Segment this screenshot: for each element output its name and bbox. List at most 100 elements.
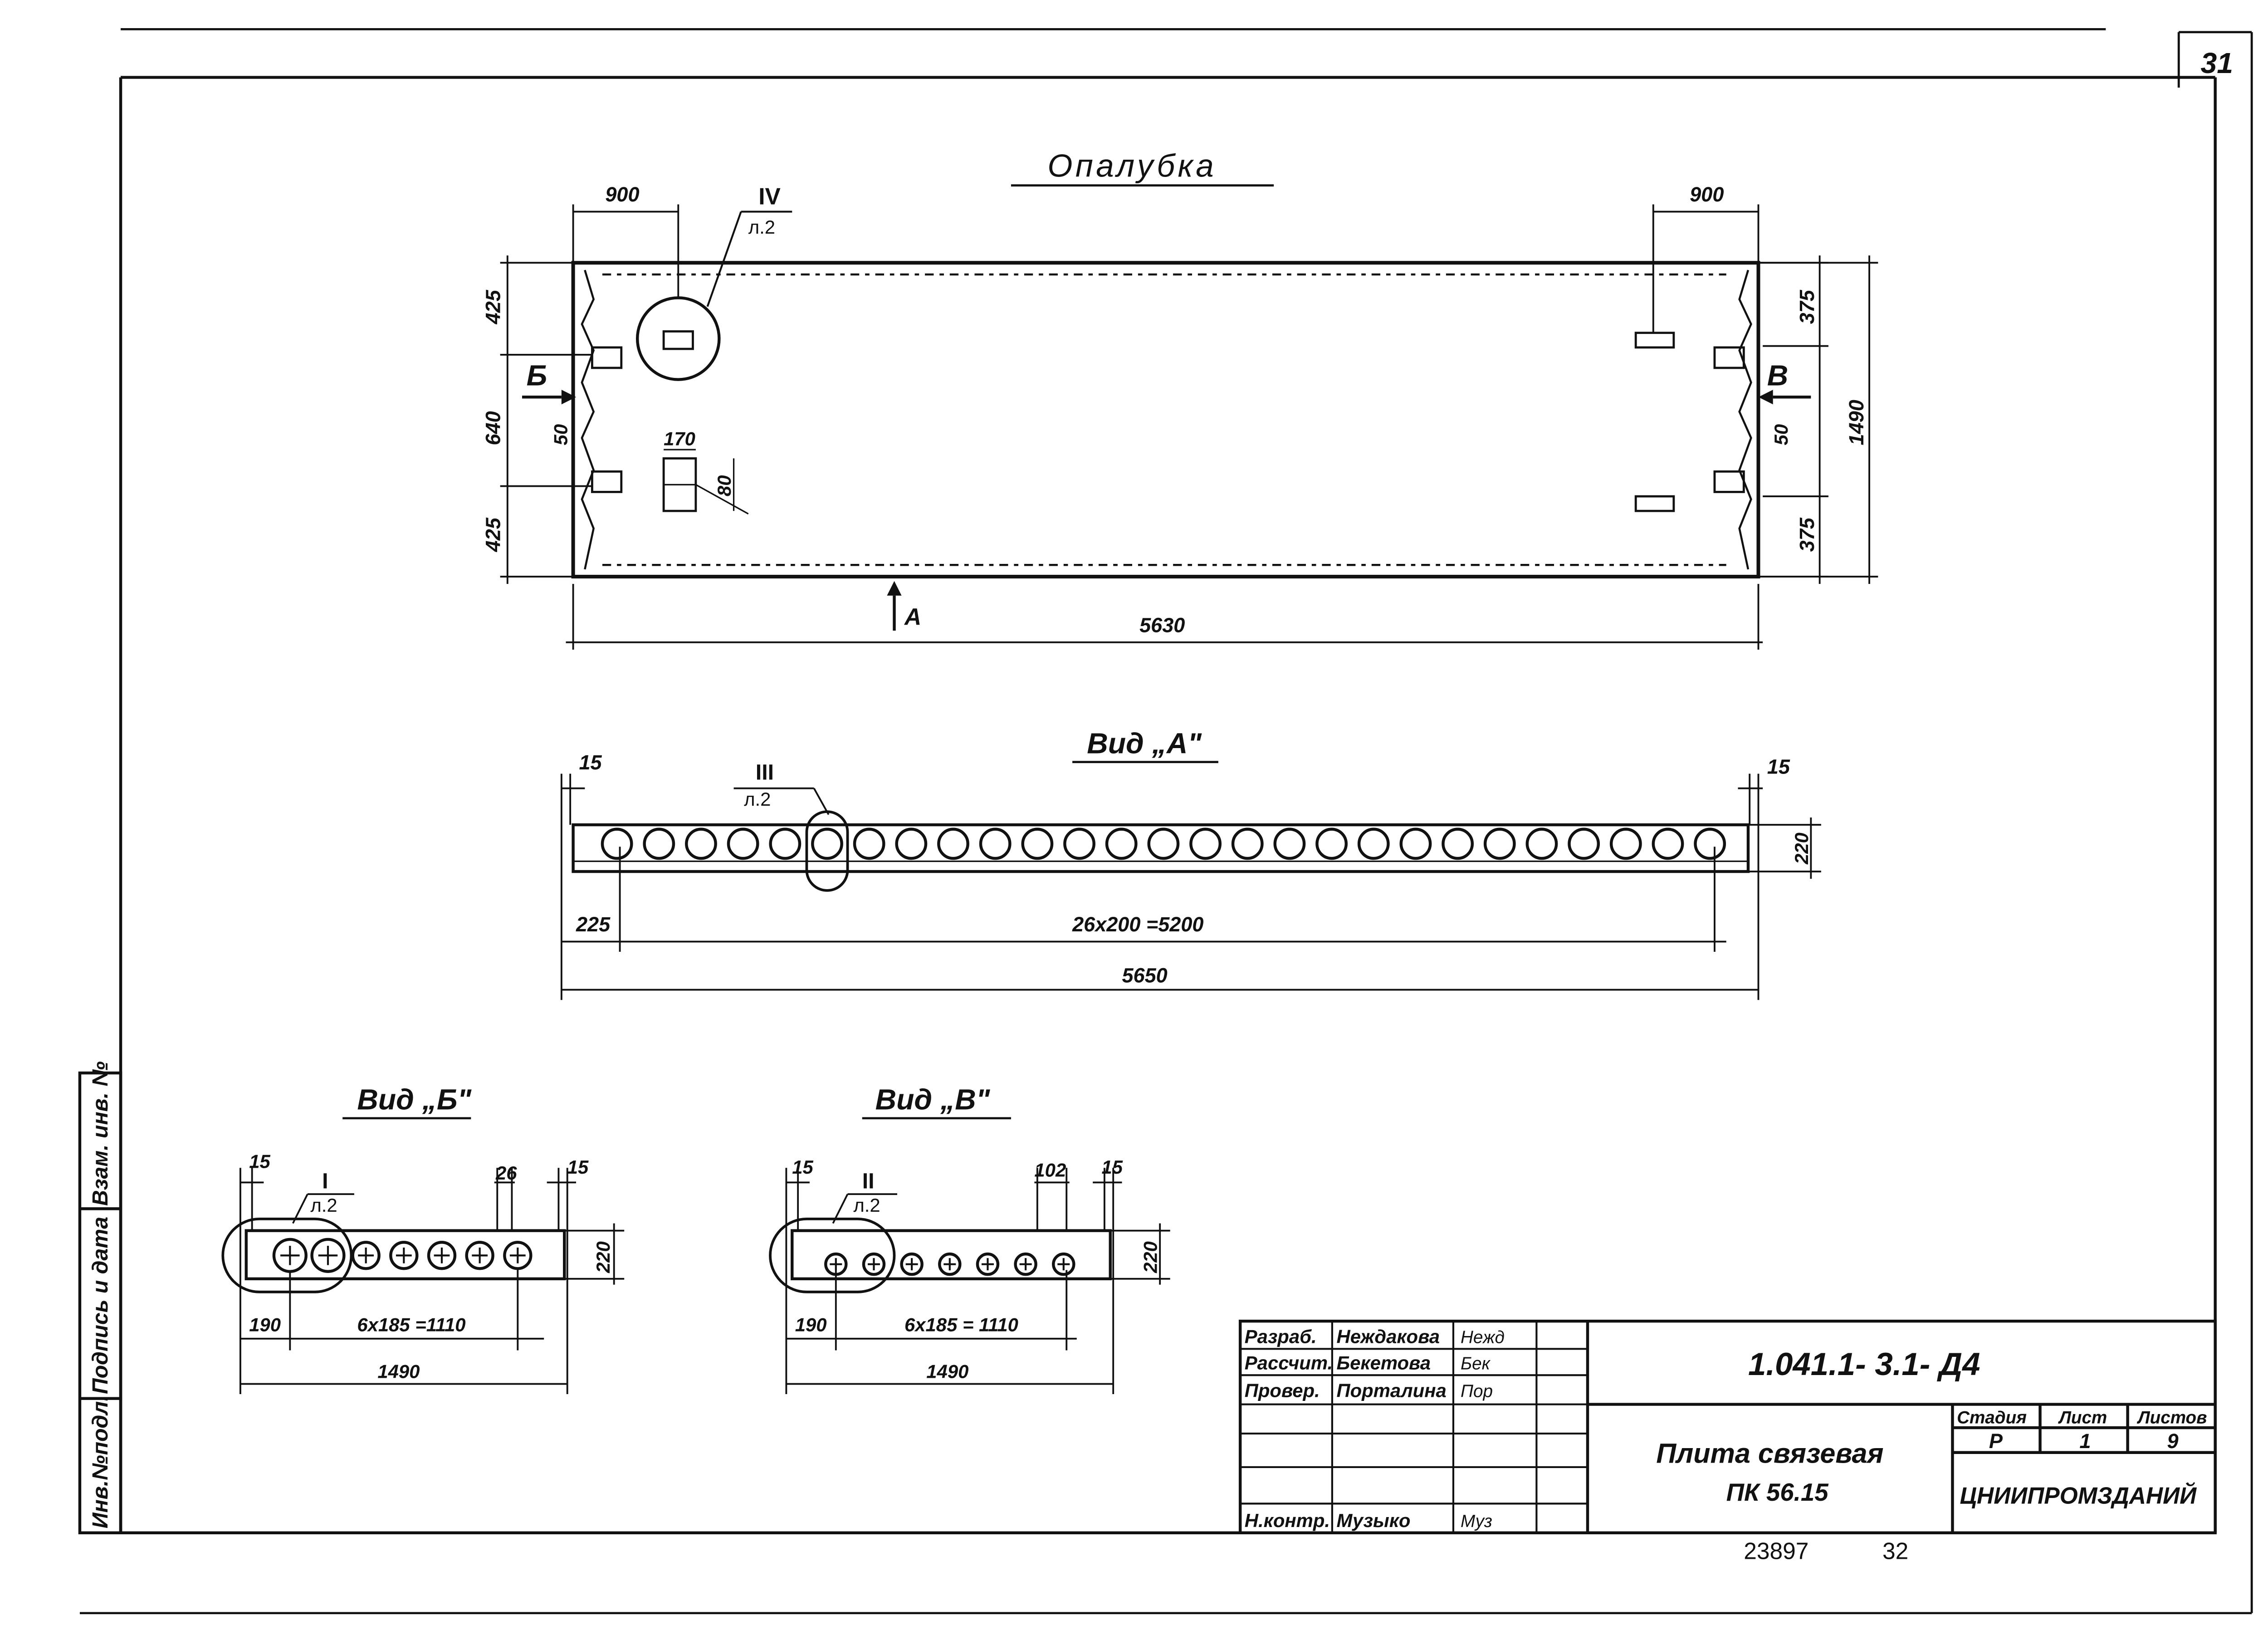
hollow-core <box>465 1241 494 1270</box>
sheets-label: Листов <box>2136 1408 2207 1427</box>
dim-slot-w: 170 <box>664 428 695 449</box>
name-2: Бекетова <box>1337 1352 1431 1373</box>
hollow-core <box>769 827 802 860</box>
hollow-core <box>1189 827 1222 860</box>
detail-iv-callout <box>635 296 721 381</box>
title-block: Разраб. Неждакова Нежд Рассчит. Бекетова… <box>1238 1319 2217 1564</box>
hollow-core <box>895 827 928 860</box>
view-v: Вид „В" II л.2 15 102 15 <box>769 1083 1170 1395</box>
view-b-dim-right-end: 15 <box>567 1156 589 1178</box>
dim-overall-width: 1490 <box>1845 400 1868 445</box>
loop-left-lower <box>591 470 623 493</box>
document-code: 1.041.1- 3.1- Д4 <box>1748 1346 1980 1382</box>
view-a-dim-pitch: 26х200 =5200 <box>1072 913 1203 936</box>
hollow-core <box>1652 827 1684 860</box>
detail-ii-callout <box>769 1218 896 1293</box>
view-b-title: Вид „Б" <box>357 1083 472 1116</box>
arrow-v-label: В <box>1767 359 1788 392</box>
hollow-core <box>1052 1252 1075 1276</box>
end-profile-right <box>1738 269 1752 570</box>
role-3: Провер. <box>1245 1380 1320 1401</box>
loop-right-lower <box>1713 470 1745 493</box>
side-stamp-col3: Взам. инв. № <box>88 1061 112 1206</box>
hollow-core <box>1694 827 1726 860</box>
stage-value: Р <box>1989 1429 2003 1453</box>
hollow-core <box>351 1241 381 1270</box>
plate-right-lower <box>1634 495 1675 512</box>
view-v-dim-left-end: 15 <box>792 1156 813 1178</box>
role-6: Н.контр. <box>1245 1510 1330 1531</box>
sheet-frame <box>79 28 2253 1615</box>
hollow-core <box>310 1238 346 1273</box>
organization: ЦНИИПРОМЗДАНИЙ <box>1960 1482 2197 1508</box>
view-a: Вид „А" III л.2 15 15 220 2 <box>560 727 1821 1000</box>
item-name-line1: Плита связевая <box>1656 1438 1883 1469</box>
view-b: Вид „Б" I л.2 15 26 15 <box>221 1083 625 1395</box>
view-v-dim-right-end: 15 <box>1101 1156 1123 1178</box>
detail-i-ref: I <box>322 1169 328 1193</box>
hollow-core <box>976 1252 1000 1276</box>
footer-number: 23897 <box>1744 1538 1809 1564</box>
name-6: Музыко <box>1337 1510 1411 1531</box>
plate-right-upper <box>1634 332 1675 349</box>
view-a-slab <box>572 823 1750 873</box>
view-b-dim-overall: 1490 <box>377 1361 420 1382</box>
hollow-core <box>685 827 717 860</box>
view-b-dim-height: 220 <box>592 1241 614 1273</box>
dim-slot-h: 80 <box>714 475 735 497</box>
view-v-holes <box>824 1252 1075 1276</box>
sheet-label: Лист <box>2058 1408 2107 1427</box>
hollow-core <box>601 827 633 860</box>
hollow-core <box>727 827 759 860</box>
detail-iii-sheet: л.2 <box>744 788 771 810</box>
hollow-core <box>643 827 675 860</box>
view-a-dim-start: 225 <box>576 913 611 936</box>
hollow-core <box>1357 827 1390 860</box>
view-a-dim-overall: 5650 <box>1122 964 1167 987</box>
detail-iv-sheet: л.2 <box>748 216 775 238</box>
loop-left-upper <box>591 346 623 369</box>
hollow-core <box>1147 827 1180 860</box>
detail-i-sheet: л.2 <box>310 1194 337 1216</box>
drawing-title: Опалубка <box>1047 148 1217 184</box>
dim-overall-length: 5630 <box>1139 613 1185 636</box>
hollow-core <box>1021 827 1054 860</box>
view-b-holes <box>272 1238 533 1273</box>
view-v-slab <box>791 1229 1112 1281</box>
dim-left-hook: 50 <box>550 424 572 445</box>
hollow-core <box>1315 827 1348 860</box>
hollow-core <box>1273 827 1306 860</box>
hollow-core <box>1105 827 1138 860</box>
loop-right-upper <box>1713 346 1745 369</box>
hollow-core <box>979 827 1012 860</box>
hollow-core <box>1525 827 1558 860</box>
view-a-dim-left-end: 15 <box>579 751 602 774</box>
dim-right-hook: 50 <box>1770 424 1792 445</box>
hollow-core <box>503 1241 533 1270</box>
dim-left-top: 900 <box>605 183 639 206</box>
view-v-dim-height: 220 <box>1140 1241 1161 1273</box>
view-a-holes <box>601 827 1726 860</box>
view-b-dim-start: 190 <box>249 1314 281 1336</box>
hollow-core <box>811 827 843 860</box>
side-stamp: Взам. инв. № Подпись и дата Инв.№подл. <box>78 1061 122 1534</box>
hollow-core <box>862 1252 886 1276</box>
arrow-a-label: А <box>904 603 921 630</box>
hollow-core <box>938 1252 962 1276</box>
dim-left-v2: 640 <box>482 411 505 445</box>
name-3: Порталина <box>1337 1380 1447 1401</box>
sign-3: Пор <box>1461 1381 1493 1401</box>
slab-outline <box>571 261 1760 579</box>
stage-label: Стадия <box>1957 1408 2027 1427</box>
dim-right-v1: 375 <box>1795 289 1818 324</box>
detail-iv-plate <box>662 330 694 350</box>
view-b-dim-gap: 26 <box>495 1162 517 1184</box>
arrow-a: А <box>887 581 921 631</box>
name-1: Неждакова <box>1337 1326 1440 1347</box>
view-a-dim-height: 220 <box>1791 832 1812 865</box>
view-v-title: Вид „В" <box>875 1083 991 1116</box>
hollow-core <box>1399 827 1432 860</box>
detail-ii-sheet: л.2 <box>853 1194 880 1216</box>
view-b-dim-left-end: 15 <box>249 1150 270 1172</box>
